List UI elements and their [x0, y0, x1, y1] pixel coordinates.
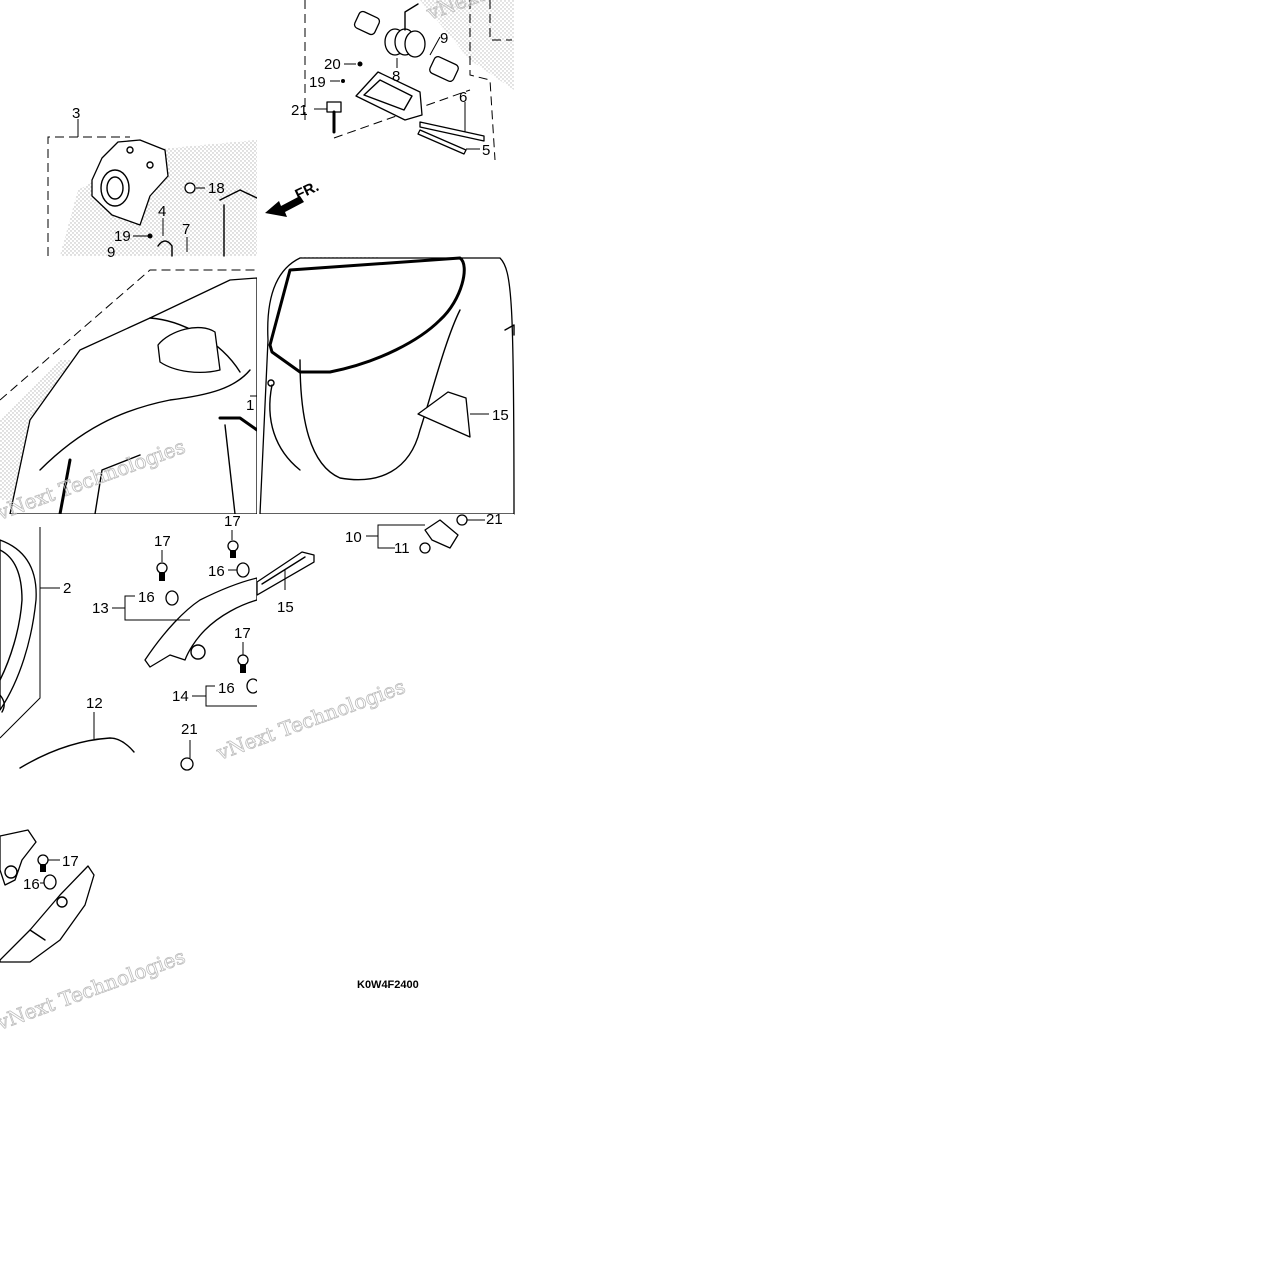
callout-7: 7 [182, 221, 190, 238]
callout-14: 14 [172, 688, 189, 705]
bolt-17a [156, 550, 168, 581]
part-code: K0W4F2400 [357, 979, 419, 991]
callout-16b: 16 [138, 589, 155, 606]
tile-seat-underside [257, 256, 515, 515]
callout-17d: 17 [62, 853, 79, 870]
callout-21b: 21 [181, 721, 198, 738]
bolt-17c [237, 642, 249, 673]
callout-1: 1 [246, 397, 254, 414]
callout-labels: 3 18 4 7 19 9 9 20 8 19 6 21 5 FR. 1 15 … [23, 30, 509, 893]
bolt-21 [326, 101, 342, 134]
spring-11 [419, 542, 431, 554]
callout-11: 11 [394, 540, 410, 557]
nut-18 [184, 182, 196, 194]
callout-17a: 17 [224, 513, 241, 530]
callout-21: 21 [291, 102, 308, 119]
seal-15 [417, 391, 471, 438]
seat-lock-bracket [91, 139, 169, 226]
latch-10 [424, 519, 459, 549]
collar-16b [236, 562, 250, 578]
callout-16c: 16 [218, 680, 235, 697]
callout-10: 10 [345, 529, 362, 546]
seat-hump [157, 326, 221, 373]
callout-5: 5 [482, 142, 490, 159]
bushing-9 [429, 56, 459, 82]
tile-rear-grabrail [0, 771, 257, 1028]
front-arrow-icon [265, 196, 304, 217]
callout-16a: 16 [208, 563, 225, 580]
callout-18: 18 [208, 180, 225, 197]
callout-19b: 19 [309, 74, 326, 91]
seat-gasket [268, 256, 466, 374]
callout-16d: 16 [23, 876, 40, 893]
collar-16d [43, 874, 57, 890]
grab-rail-14-body [0, 865, 95, 963]
bolt-21-lower [180, 740, 194, 771]
tile-hinge-group [257, 0, 514, 257]
tile-latch-strap [256, 514, 514, 771]
cable-12 [19, 737, 135, 769]
callout-20: 20 [324, 56, 341, 73]
callout-15b: 15 [277, 599, 294, 616]
seat-base [259, 257, 515, 515]
hinge-spring [384, 3, 426, 58]
pin-5 [417, 129, 467, 155]
callout-21c: 21 [486, 511, 503, 528]
callout-12: 12 [86, 695, 103, 712]
callout-2: 2 [63, 580, 71, 597]
callout-15: 15 [492, 407, 509, 424]
callout-17c: 17 [234, 625, 251, 642]
tile-bracket-group [0, 0, 258, 257]
callout-17b: 17 [154, 533, 171, 550]
callout-3: 3 [72, 105, 80, 122]
callout-4: 4 [158, 203, 166, 220]
collar-16a [165, 590, 179, 606]
bushing-top [353, 10, 381, 36]
tile-seat [0, 257, 259, 516]
callout-9b: 9 [440, 30, 448, 47]
pin-6 [419, 121, 485, 142]
tile-cover-grabrail [0, 514, 260, 771]
callout-8: 8 [392, 68, 400, 85]
grab-rail-14 [0, 829, 37, 886]
bolt-17d [37, 854, 49, 872]
bolt-21-latch [456, 514, 468, 526]
callout-19: 19 [114, 228, 131, 245]
bolt-17b [227, 530, 239, 558]
callout-13: 13 [92, 600, 109, 617]
callout-9: 9 [107, 244, 115, 261]
callout-6: 6 [459, 89, 467, 106]
